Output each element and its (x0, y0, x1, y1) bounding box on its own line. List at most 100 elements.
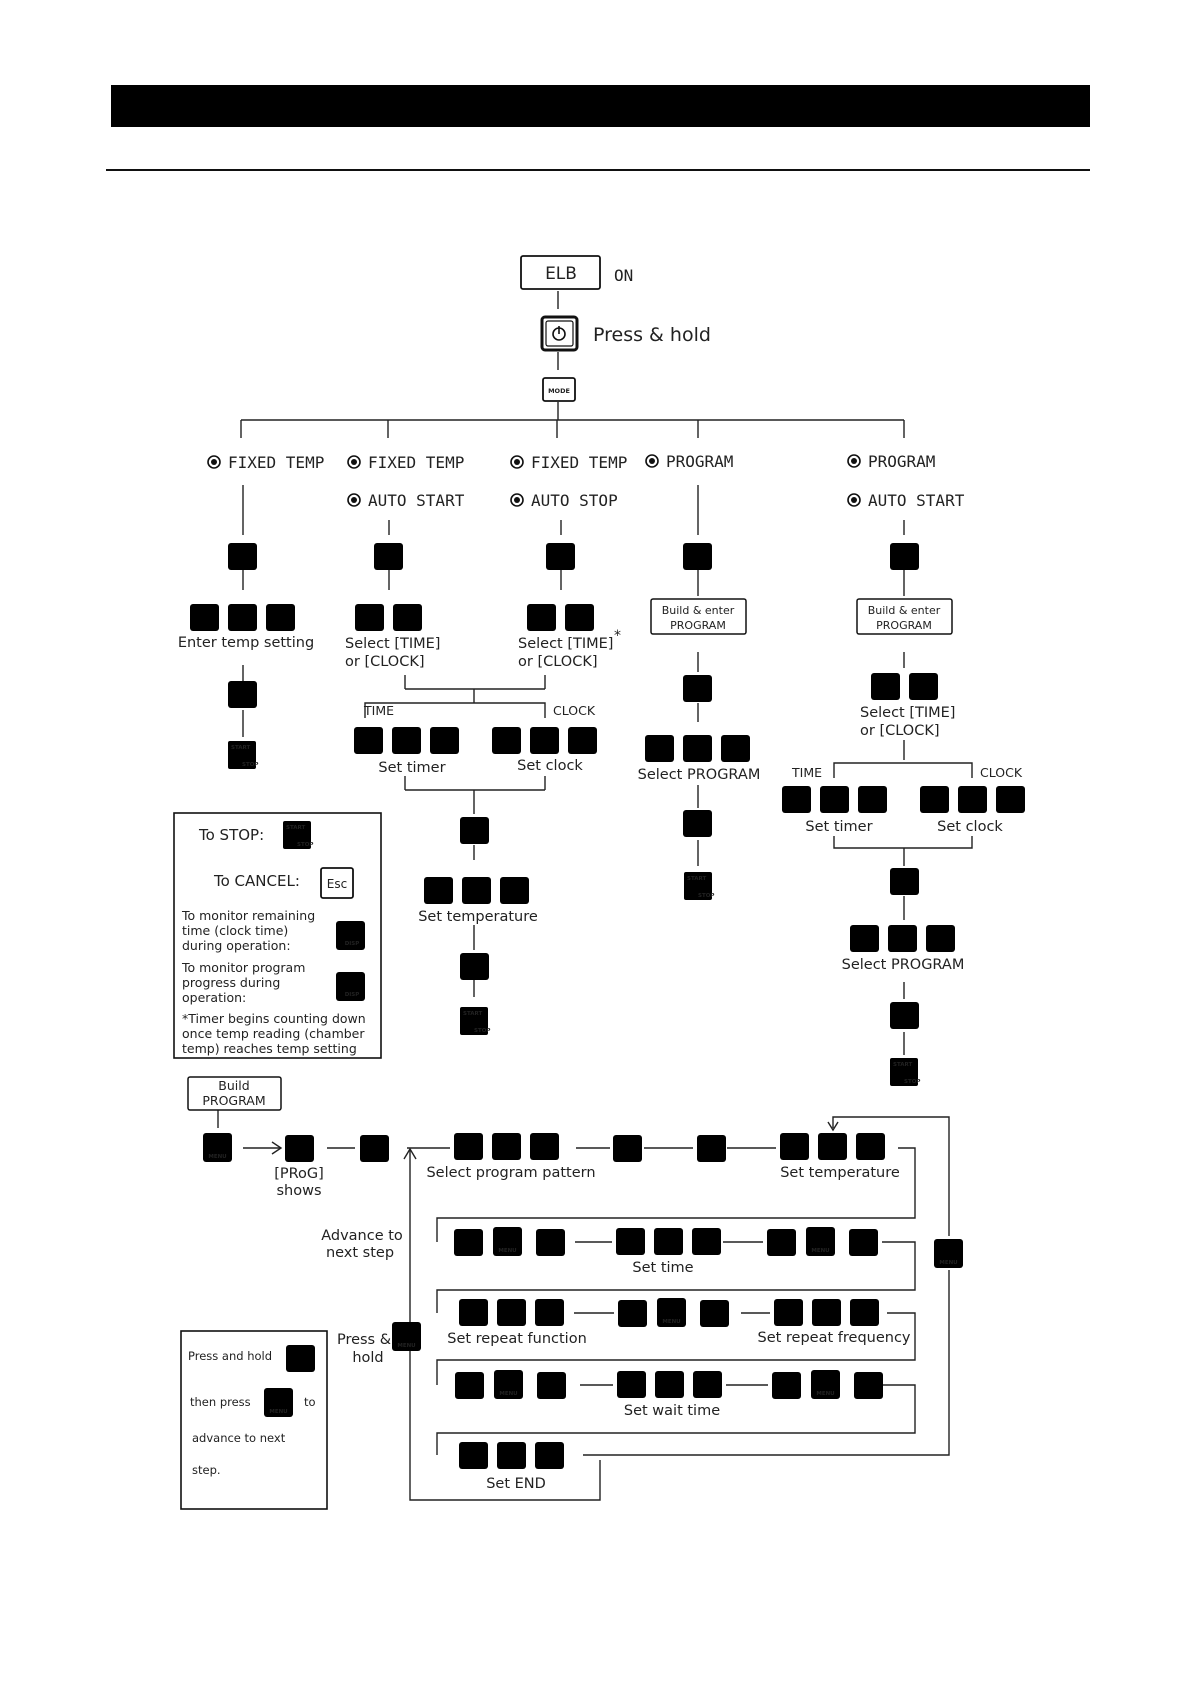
down-key[interactable] (454, 1133, 483, 1160)
enter-key[interactable] (285, 1135, 314, 1162)
enter-key[interactable] (697, 1135, 726, 1162)
left-key[interactable] (996, 786, 1025, 813)
down-key[interactable] (459, 1299, 488, 1326)
left-key[interactable] (535, 1299, 564, 1326)
down-key[interactable] (645, 735, 674, 762)
enter-key[interactable] (700, 1300, 729, 1327)
menu-key[interactable] (494, 1370, 523, 1399)
build-program-box[interactable] (187, 1076, 282, 1111)
up-key[interactable] (497, 1299, 526, 1326)
up-key[interactable] (393, 604, 422, 631)
up-key[interactable] (812, 1299, 841, 1326)
menu-key[interactable] (203, 1133, 232, 1162)
down-key[interactable] (920, 786, 949, 813)
menu-key[interactable] (264, 1388, 293, 1417)
up-key[interactable] (909, 673, 938, 700)
start-stop-key[interactable] (283, 821, 314, 849)
mode-key[interactable]: MODE (542, 377, 576, 402)
up-key[interactable] (462, 877, 491, 904)
up-key[interactable] (820, 786, 849, 813)
down-key[interactable] (782, 786, 811, 813)
left-key[interactable] (858, 786, 887, 813)
enter-key[interactable] (360, 1135, 389, 1162)
enter-key[interactable] (460, 817, 489, 844)
left-key[interactable] (721, 735, 750, 762)
down-key[interactable] (424, 877, 453, 904)
menu-key[interactable] (806, 1227, 835, 1256)
left-key[interactable] (430, 727, 459, 754)
menu-key[interactable] (811, 1370, 840, 1399)
menu-key[interactable] (934, 1239, 963, 1268)
up-key[interactable] (888, 925, 917, 952)
build-enter-program-box[interactable] (650, 598, 747, 635)
left-key[interactable] (926, 925, 955, 952)
down-key[interactable] (780, 1133, 809, 1160)
up-key[interactable] (530, 727, 559, 754)
left-key[interactable] (535, 1442, 564, 1469)
left-key[interactable] (693, 1371, 722, 1398)
enter-key[interactable] (286, 1345, 315, 1372)
down-key[interactable] (850, 925, 879, 952)
enter-key[interactable] (537, 1372, 566, 1399)
up-key[interactable] (654, 1228, 683, 1255)
enter-key[interactable] (772, 1372, 801, 1399)
enter-key[interactable] (683, 810, 712, 837)
left-key[interactable] (692, 1228, 721, 1255)
menu-key[interactable] (392, 1322, 421, 1351)
down-key[interactable] (459, 1442, 488, 1469)
start-stop-key[interactable] (684, 872, 715, 900)
menu-key[interactable] (493, 1227, 522, 1256)
enter-key[interactable] (228, 543, 257, 570)
enter-key[interactable] (890, 543, 919, 570)
up-key[interactable] (492, 1133, 521, 1160)
esc-key[interactable]: Esc (320, 867, 354, 899)
up-key[interactable] (565, 604, 594, 631)
enter-key[interactable] (618, 1300, 647, 1327)
start-stop-key[interactable] (460, 1007, 491, 1035)
enter-key[interactable] (455, 1372, 484, 1399)
enter-key[interactable] (890, 1002, 919, 1029)
enter-key[interactable] (460, 953, 489, 980)
up-key[interactable] (683, 735, 712, 762)
up-key[interactable] (958, 786, 987, 813)
left-key[interactable] (530, 1133, 559, 1160)
down-key[interactable] (616, 1228, 645, 1255)
enter-key[interactable] (536, 1229, 565, 1256)
left-key[interactable] (568, 727, 597, 754)
down-key[interactable] (492, 727, 521, 754)
menu-key[interactable] (657, 1298, 686, 1327)
enter-key[interactable] (454, 1229, 483, 1256)
down-key[interactable] (617, 1371, 646, 1398)
enter-key[interactable] (613, 1135, 642, 1162)
left-key[interactable] (500, 877, 529, 904)
power-key[interactable] (540, 315, 579, 352)
left-key[interactable] (850, 1299, 879, 1326)
enter-key[interactable] (228, 681, 257, 708)
down-key[interactable] (190, 604, 219, 631)
start-stop-key[interactable] (890, 1058, 921, 1086)
disp-key[interactable] (336, 972, 365, 1001)
elb-box[interactable] (520, 255, 601, 290)
down-key[interactable] (354, 727, 383, 754)
enter-key[interactable] (683, 543, 712, 570)
enter-key[interactable] (546, 543, 575, 570)
up-key[interactable] (497, 1442, 526, 1469)
up-key[interactable] (655, 1371, 684, 1398)
enter-key[interactable] (683, 675, 712, 702)
left-key[interactable] (266, 604, 295, 631)
enter-key[interactable] (767, 1229, 796, 1256)
build-enter-program-box[interactable] (856, 598, 953, 635)
down-key[interactable] (871, 673, 900, 700)
enter-key[interactable] (890, 868, 919, 895)
enter-key[interactable] (374, 543, 403, 570)
down-key[interactable] (355, 604, 384, 631)
up-key[interactable] (818, 1133, 847, 1160)
left-key[interactable] (856, 1133, 885, 1160)
disp-key[interactable] (336, 921, 365, 950)
down-key[interactable] (774, 1299, 803, 1326)
start-stop-key[interactable] (228, 741, 259, 769)
up-key[interactable] (392, 727, 421, 754)
enter-key[interactable] (849, 1229, 878, 1256)
up-key[interactable] (228, 604, 257, 631)
enter-key[interactable] (854, 1372, 883, 1399)
